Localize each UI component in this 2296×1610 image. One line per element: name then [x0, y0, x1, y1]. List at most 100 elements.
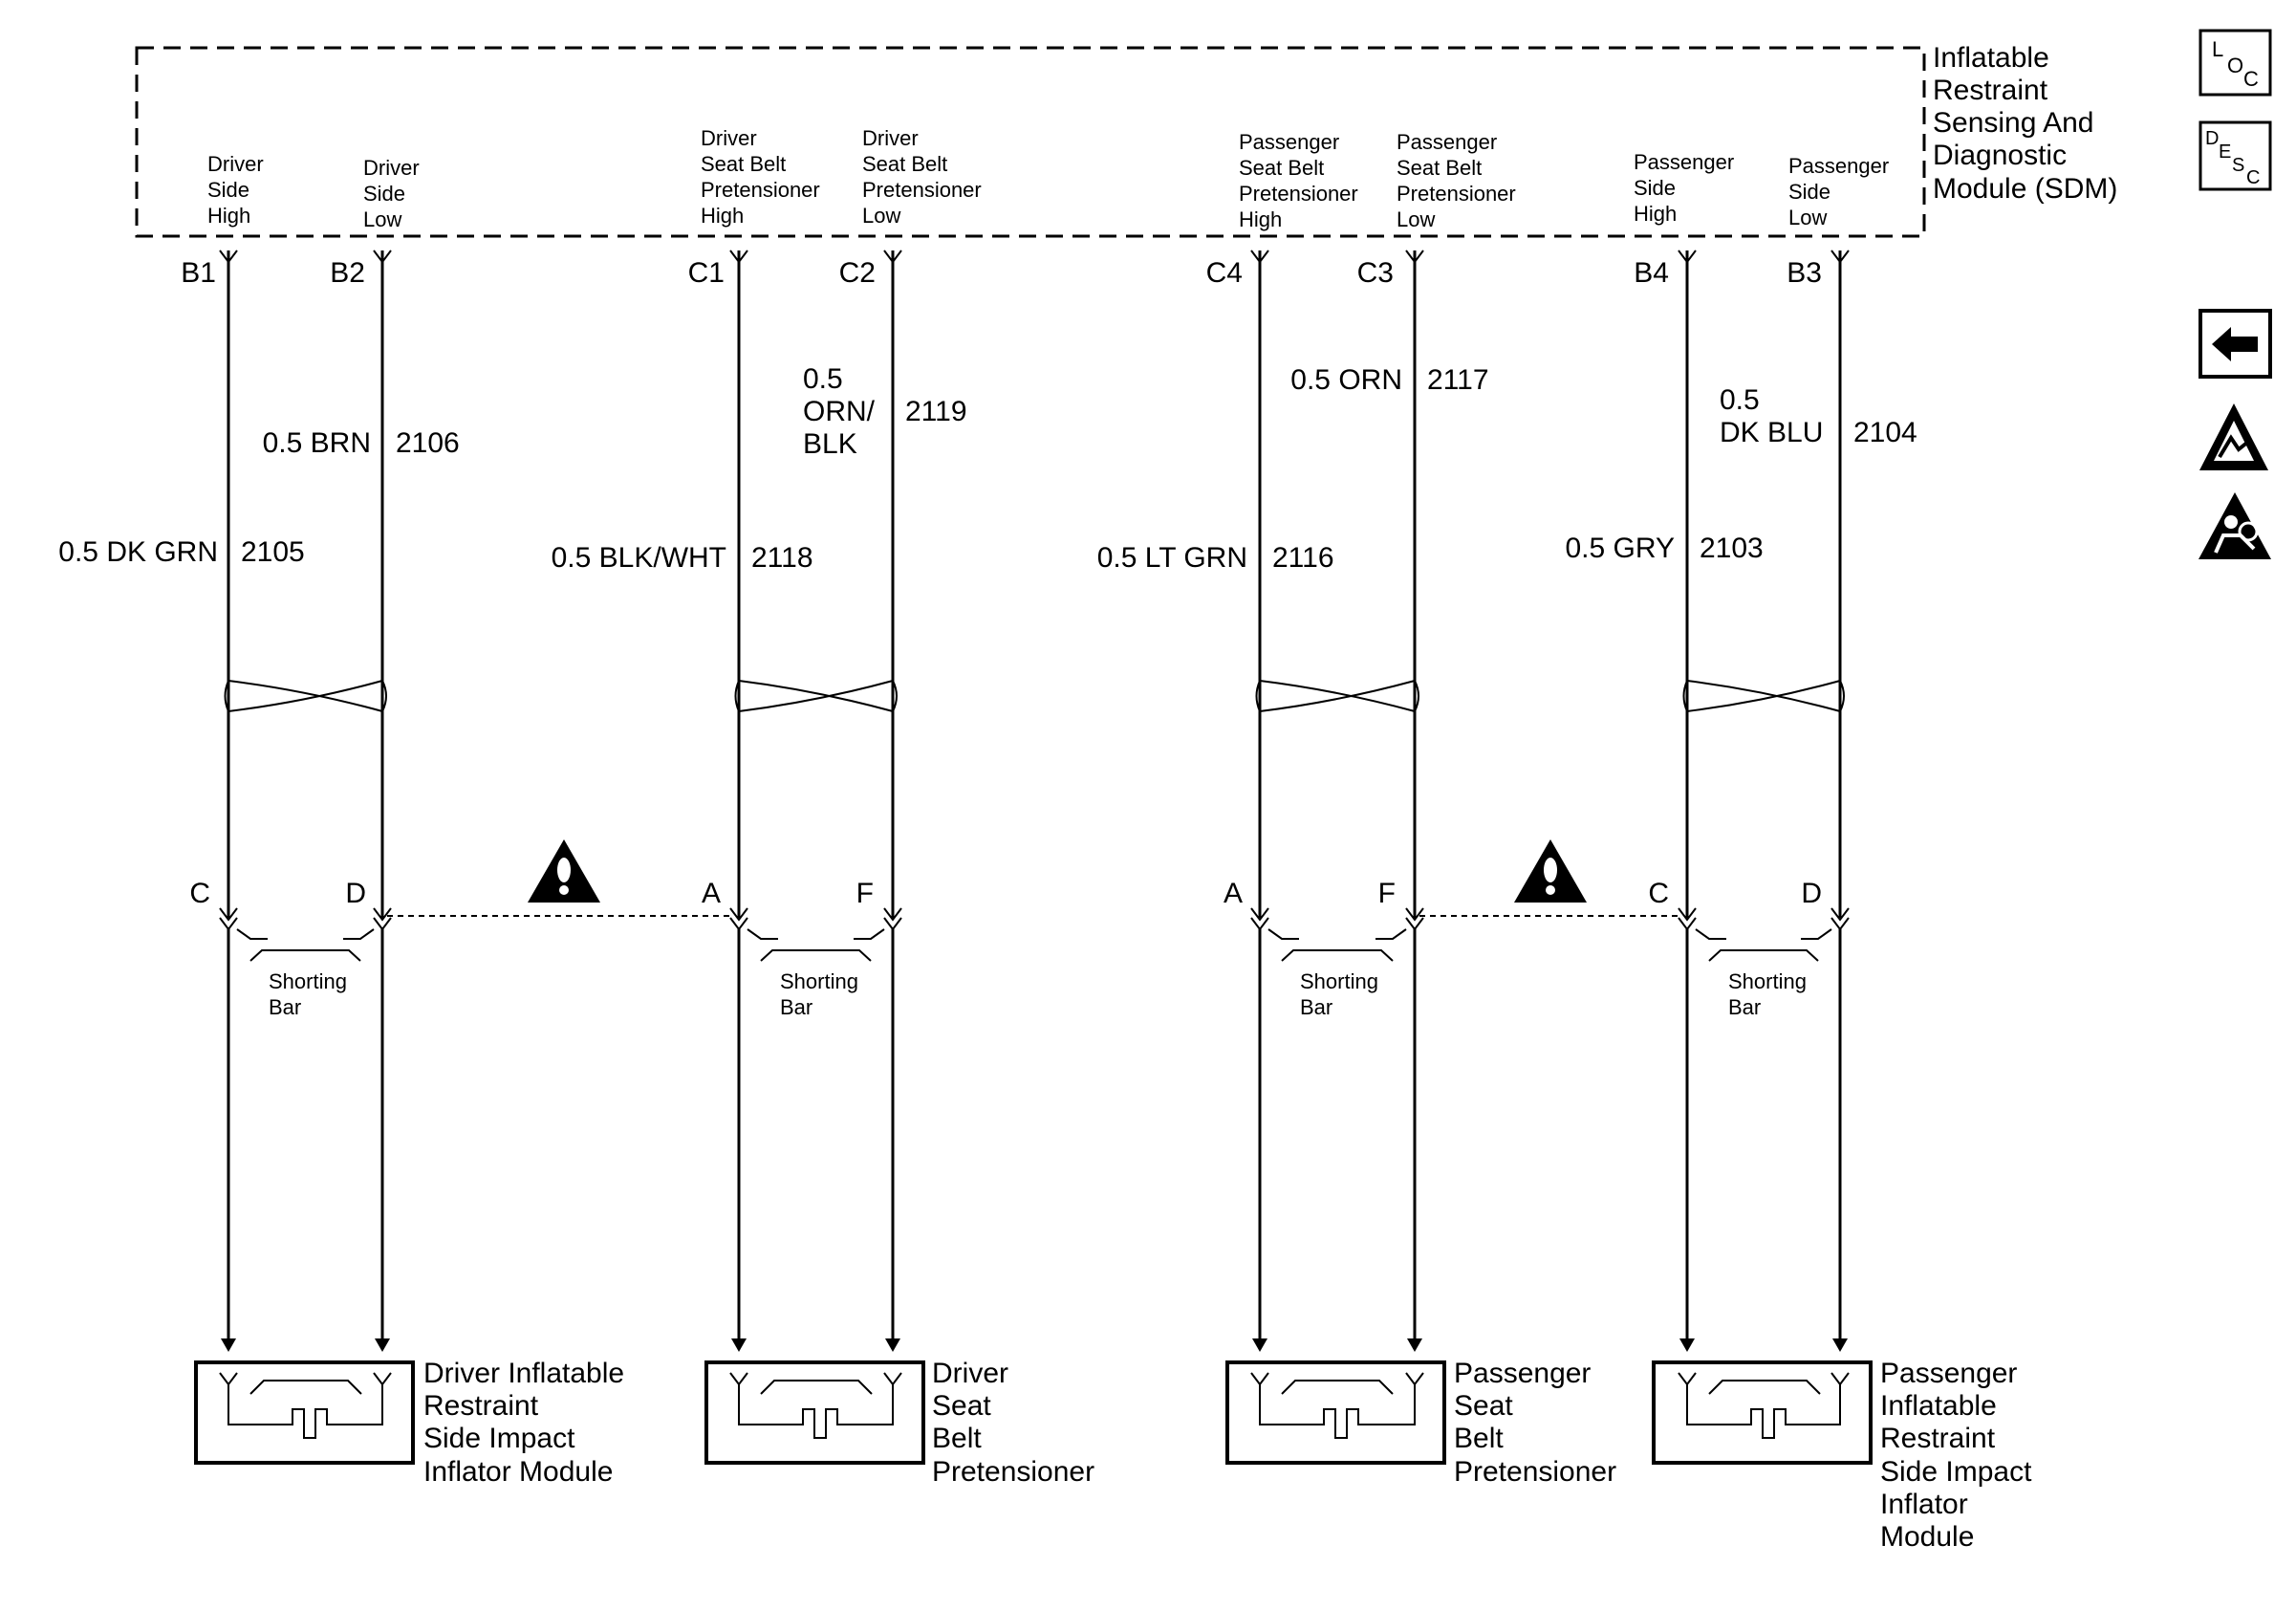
pin-label-b3: Passenger Side Low: [1788, 154, 1889, 229]
twisted-pair-driver-pretensioner: [734, 679, 898, 713]
component-name-line: Restraint: [423, 1390, 539, 1422]
sdm-module-outline: [135, 46, 1926, 238]
connector-pin-d: D: [345, 878, 366, 909]
pin-label-line: High: [1634, 202, 1677, 226]
shorting-bar-label: Shorting: [1300, 969, 1378, 993]
pin-label-line: Passenger: [1239, 130, 1339, 154]
pin-id-c1: C1: [688, 257, 725, 289]
esd-warning-icon[interactable]: [2199, 403, 2268, 470]
component-name-line: Driver Inflatable: [423, 1358, 624, 1389]
twisted-pair-passenger-side: [1682, 679, 1845, 713]
component-name-passenger-pretensioner: Passenger Seat Belt Pretensioner: [1454, 1358, 1616, 1488]
pin-label-line: Seat Belt: [862, 152, 947, 176]
component-name-line: Inflator Module: [423, 1456, 613, 1488]
pin-label-line: Passenger: [1634, 150, 1734, 174]
pin-label-c4: Passenger Seat Belt Pretensioner High: [1239, 130, 1358, 231]
description-icon-letter: E: [2219, 141, 2231, 163]
pin-label-line: Low: [862, 204, 900, 228]
circuit-number-2105: 2105: [241, 536, 305, 568]
pin-label-line: Pretensioner: [1397, 182, 1516, 206]
description-icon-letter: S: [2232, 155, 2244, 176]
component-name-driver-side-inflator: Driver Inflatable Restraint Side Impact …: [423, 1358, 624, 1488]
pin-label-line: Low: [363, 207, 401, 231]
pin-id-c3: C3: [1357, 257, 1394, 289]
connector-pin-a: A: [702, 878, 721, 909]
back-arrow-icon[interactable]: [2199, 309, 2272, 379]
circuit-number-2106: 2106: [396, 427, 460, 459]
module-name-line: Sensing And: [1933, 107, 2093, 139]
airbag-warning-icon[interactable]: [2199, 492, 2271, 559]
sdm-module-name: Inflatable Restraint Sensing And Diagnos…: [1933, 42, 2117, 205]
pin-label-line: Seat Belt: [1397, 156, 1482, 180]
shorting-bar-label: Bar: [269, 995, 301, 1019]
pin-label-line: Passenger: [1397, 130, 1497, 154]
shorting-bar-label: Shorting: [1728, 969, 1807, 993]
connector-pin-f: F: [856, 878, 874, 909]
component-name-line: Pretensioner: [932, 1456, 1094, 1488]
location-icon[interactable]: L O C: [2199, 29, 2272, 97]
connector-pin-letters: C D A F A F C D: [189, 878, 1822, 909]
module-name-line: Diagnostic: [1933, 140, 2067, 171]
caution-icon: [528, 839, 600, 903]
pin-label-line: Driver: [701, 126, 757, 150]
component-name-passenger-side-inflator: Passenger Inflatable Restraint Side Impa…: [1880, 1358, 2032, 1553]
circuit-number-2104: 2104: [1853, 417, 1917, 448]
pin-label-line: Pretensioner: [701, 178, 820, 202]
module-name-line: Restraint: [1933, 75, 2048, 106]
circuit-number-2117: 2117: [1427, 364, 1489, 396]
shorting-bar-label: Bar: [1300, 995, 1332, 1019]
pin-label-line: Side: [1634, 176, 1676, 200]
pin-label-line: Driver: [207, 152, 264, 176]
circuit-number-2118: 2118: [751, 542, 813, 574]
description-icon-letter: C: [2246, 167, 2260, 188]
pin-label-line: Passenger: [1788, 154, 1889, 178]
connector-pin-c: C: [1648, 878, 1669, 909]
circuit-number-2103: 2103: [1700, 533, 1764, 564]
component-name-line: Passenger: [1880, 1358, 2017, 1389]
component-passenger-side-inflator: [1652, 1360, 1873, 1465]
connector-pin-c: C: [189, 878, 210, 909]
connector-pin-a: A: [1224, 878, 1243, 909]
circuit-number-2119: 2119: [905, 396, 967, 427]
description-icon[interactable]: D E S C: [2199, 120, 2272, 191]
pin-label-line: Low: [1397, 207, 1435, 231]
wire-labels: 0.5 DK GRN 2105 0.5 BRN 2106 0.5 BLK/WHT…: [58, 363, 1917, 574]
pin-id-b1: B1: [181, 257, 216, 289]
twisted-pair-driver-side: [224, 679, 387, 713]
component-name-line: Side Impact: [1880, 1456, 2032, 1488]
component-name-driver-pretensioner: Driver Seat Belt Pretensioner: [932, 1358, 1094, 1488]
pin-label-line: Side: [1788, 180, 1830, 204]
wire-color-2118: 0.5 BLK/WHT: [552, 542, 726, 574]
component-name-line: Seat: [932, 1390, 991, 1422]
component-passenger-pretensioner: [1225, 1360, 1446, 1465]
pin-label-line: High: [701, 204, 744, 228]
pin-label-c2: Driver Seat Belt Pretensioner Low: [862, 126, 982, 228]
wire-color-2117: 0.5 ORN: [1290, 364, 1402, 396]
pin-label-line: Driver: [363, 156, 420, 180]
pin-label-b4: Passenger Side High: [1634, 150, 1734, 226]
pin-label-line: Side: [363, 182, 405, 206]
wire-color-2116: 0.5 LT GRN: [1097, 542, 1247, 574]
wire-color-2103: 0.5 GRY: [1565, 533, 1675, 564]
component-driver-side-inflator: [194, 1360, 415, 1465]
location-icon-letter: C: [2243, 67, 2259, 91]
component-name-line: Pretensioner: [1454, 1456, 1616, 1488]
pin-label-line: Low: [1788, 206, 1827, 229]
component-name-line: Inflator: [1880, 1489, 1968, 1520]
wire-color-2106: 0.5 BRN: [263, 427, 371, 459]
component-name-line: Side Impact: [423, 1423, 575, 1454]
component-name-line: Driver: [932, 1358, 1008, 1389]
description-icon-letter: D: [2205, 128, 2219, 149]
component-name-line: Belt: [932, 1423, 982, 1454]
caution-icon: [1514, 839, 1587, 903]
pin-label-line: Seat Belt: [1239, 156, 1324, 180]
pin-id-b2: B2: [330, 257, 365, 289]
shorting-bar-label: Shorting: [269, 969, 347, 993]
component-name-line: Seat: [1454, 1390, 1513, 1422]
pin-label-c3: Passenger Seat Belt Pretensioner Low: [1397, 130, 1516, 231]
circuit-number-2116: 2116: [1272, 542, 1334, 574]
pin-label-line: High: [207, 204, 250, 228]
shorting-bar-label: Bar: [780, 995, 812, 1019]
component-name-line: Passenger: [1454, 1358, 1591, 1389]
